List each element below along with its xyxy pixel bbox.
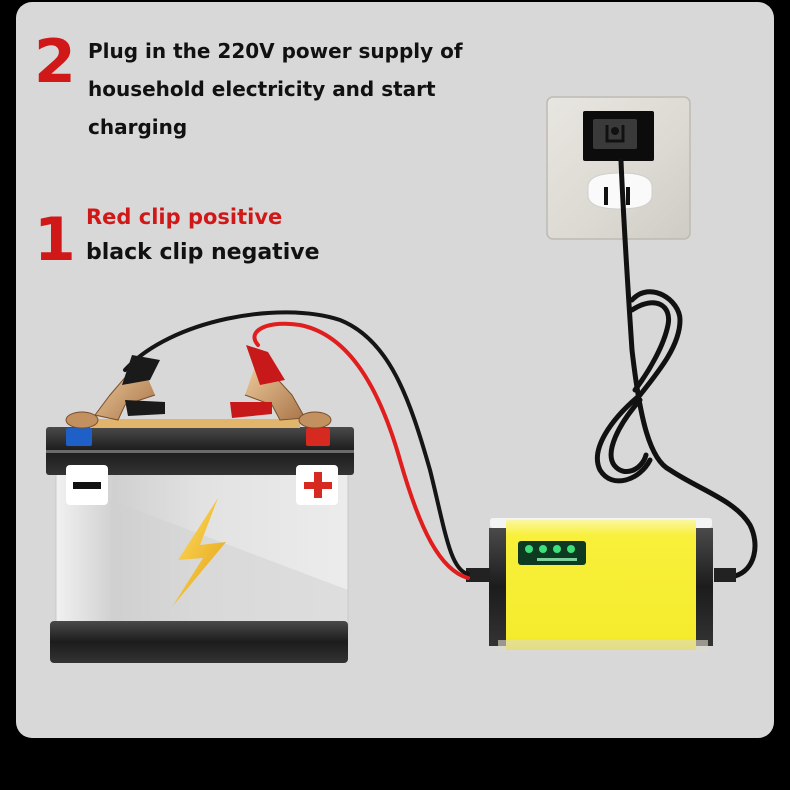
instruction-card: 2 Plug in the 220V power supply of house… bbox=[16, 2, 774, 738]
battery-leads bbox=[123, 310, 470, 580]
power-cord bbox=[594, 158, 758, 579]
black-clip bbox=[65, 355, 165, 429]
positive-terminal bbox=[306, 428, 330, 446]
negative-sign bbox=[66, 465, 108, 505]
step-1-black-clip-text: black clip negative bbox=[86, 240, 320, 265]
charger-indicator-panel bbox=[518, 541, 586, 565]
charging-illustration bbox=[46, 96, 758, 663]
charger bbox=[466, 518, 736, 652]
positive-sign bbox=[296, 465, 338, 505]
car-battery bbox=[46, 419, 354, 663]
step-1-number: 1 bbox=[34, 205, 76, 275]
negative-terminal bbox=[66, 428, 92, 446]
step-2-text: Plug in the 220V power supply of househo… bbox=[88, 39, 463, 139]
step-1-red-clip-text: Red clip positive bbox=[86, 205, 283, 229]
lightning-bolt-icon bbox=[172, 498, 226, 607]
step-2-number: 2 bbox=[34, 27, 76, 97]
red-clip bbox=[230, 345, 332, 429]
wall-socket bbox=[546, 96, 691, 240]
